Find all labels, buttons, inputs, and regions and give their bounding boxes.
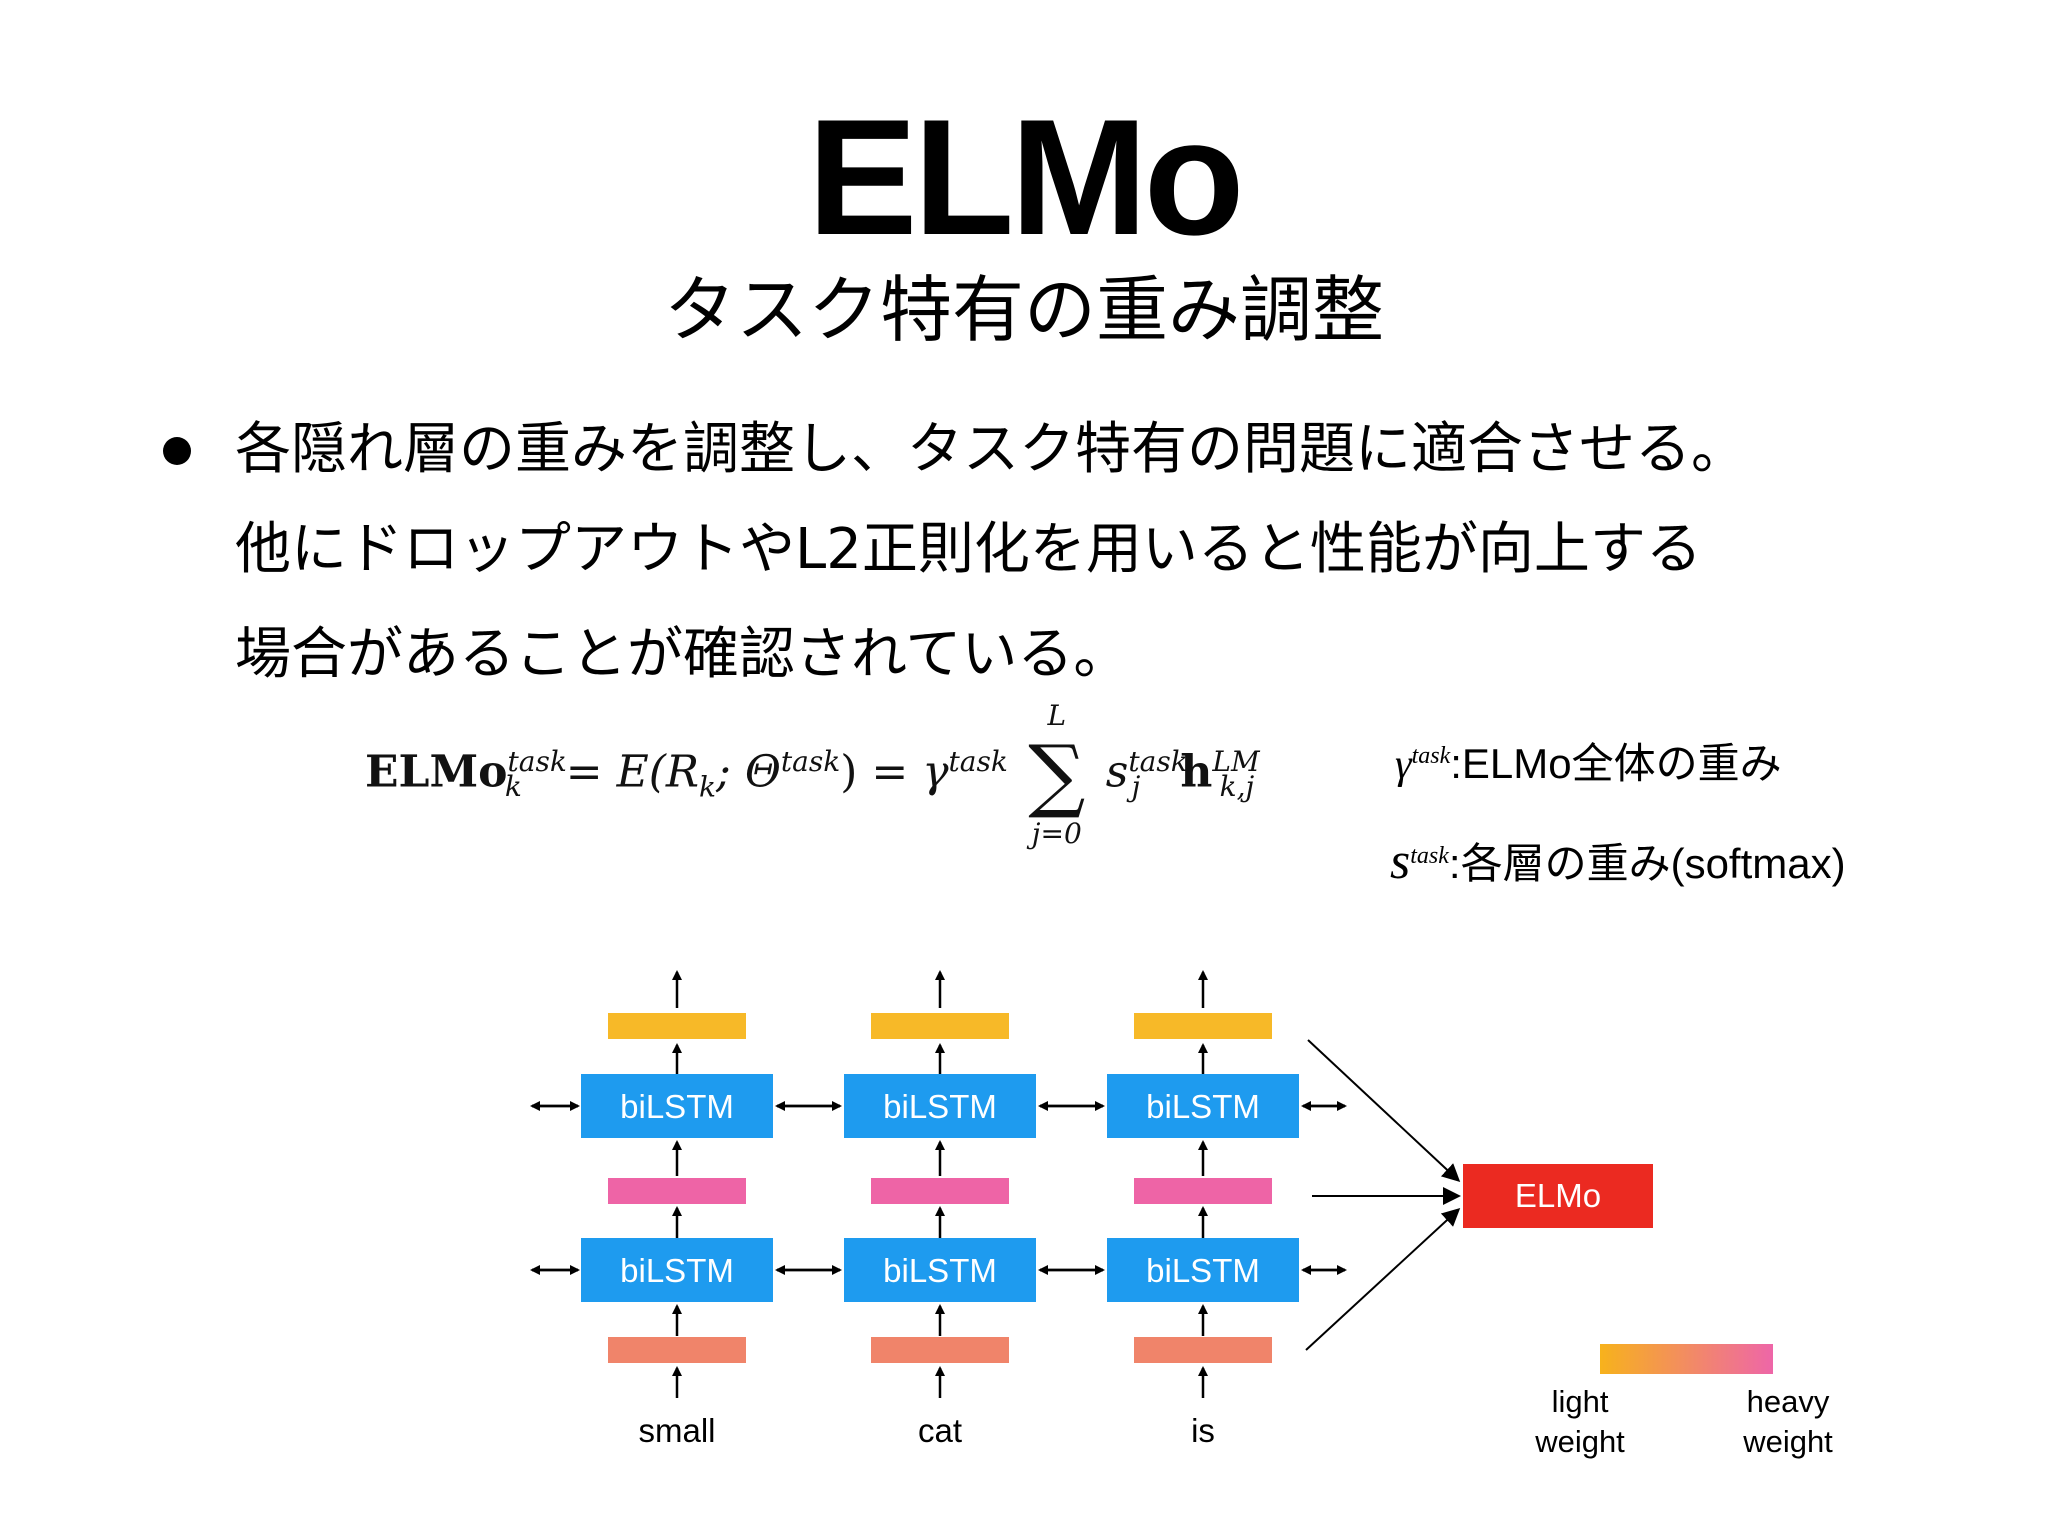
- bullet-text-line-2: 他にドロップアウトやL2正則化を用いると性能が向上する: [235, 517, 1702, 582]
- word-is: is: [1191, 1412, 1215, 1449]
- bilstm-lower-cat: [844, 1238, 1036, 1302]
- bilstm-upper-small: [581, 1074, 773, 1138]
- bilstm-lower-label-is: biLSTM: [1146, 1252, 1260, 1289]
- mid-layer-bar-cat: [871, 1178, 1009, 1204]
- formula-sub-kj: k,j: [1219, 770, 1255, 804]
- top-layer-bar-small: [608, 1013, 746, 1039]
- elmo-output-label: ELMo: [1515, 1177, 1601, 1214]
- top-layer-bar-is: [1134, 1013, 1272, 1039]
- bilstm-upper-cat: [844, 1074, 1036, 1138]
- mid-layer-bar-small: [608, 1178, 746, 1204]
- legend-s-symbol: s: [1390, 833, 1411, 890]
- elmo-formula: ELMotaskk = E(Rk; Θtask) = γtask L∑j=0 s…: [365, 699, 1260, 850]
- word-cat: cat: [918, 1412, 962, 1449]
- bilstm-lower-is: [1107, 1238, 1299, 1302]
- bullet-text-line-1: 各隠れ層の重みを調整し、タスク特有の問題に適合させる。: [235, 417, 1747, 482]
- slide-subtitle: タスク特有の重み調整: [663, 268, 1384, 352]
- weight-heavy-label-2: weight: [1742, 1424, 1833, 1459]
- formula-sup-task3: task: [948, 744, 1008, 778]
- formula-h: h: [1180, 746, 1213, 798]
- mid-layer-bar-is: [1134, 1178, 1272, 1204]
- legend-s-desc: :各層の重み(softmax): [1448, 840, 1846, 887]
- formula-eq2: =: [857, 746, 923, 798]
- bilstm-upper-is: [1107, 1074, 1299, 1138]
- formula-sub-j: j: [1131, 770, 1141, 804]
- formula-sup-task4: task: [1128, 744, 1188, 778]
- top-layer-bar-cat: [871, 1013, 1009, 1039]
- arrow-upper-to-elmo: [1307, 1039, 1461, 1183]
- bilstm-upper-label-small: biLSTM: [620, 1088, 734, 1125]
- formula-theta: ; Θ: [716, 746, 781, 798]
- bilstm-lower-small: [581, 1238, 773, 1302]
- bottom-layer-bar-cat: [871, 1337, 1009, 1363]
- formula-sub-k2: k: [699, 770, 717, 804]
- formula-e-part: E(R: [616, 746, 700, 798]
- legend-s-line: stask:各層の重み(softmax): [1390, 830, 1846, 891]
- bilstm-upper-label-is: biLSTM: [1146, 1088, 1260, 1125]
- formula-sup-lm: LM: [1212, 744, 1260, 778]
- bottom-layer-bar-small: [608, 1337, 746, 1363]
- formula-sum: L∑j=0: [1022, 699, 1092, 850]
- formula-sum-bottom: j=0: [1031, 817, 1082, 850]
- elmo-output-box: [1463, 1164, 1653, 1228]
- formula-sup-task: task: [507, 744, 567, 778]
- formula-s: s: [1105, 746, 1129, 798]
- legend-gamma-sup: task: [1411, 743, 1451, 769]
- weight-light-label-1: light: [1552, 1384, 1609, 1419]
- arrow-lower-to-elmo: [1305, 1207, 1461, 1351]
- formula-gamma: γ: [922, 746, 949, 798]
- weight-gradient-bar: [1600, 1344, 1773, 1374]
- bullet-dot: [163, 437, 191, 465]
- bullet-text-line-3: 場合があることが確認されている。: [235, 622, 1130, 687]
- bilstm-lower-label-cat: biLSTM: [883, 1252, 997, 1289]
- weight-light-label-2: weight: [1534, 1424, 1625, 1459]
- slide-title: ELMo: [807, 85, 1244, 269]
- legend-s-sup: task: [1410, 843, 1449, 869]
- formula-sub-k: k: [504, 770, 522, 804]
- formula-elmo: ELMo: [365, 746, 508, 798]
- formula-close: ): [840, 746, 858, 798]
- word-small: small: [638, 1412, 715, 1449]
- formula-sum-symbol: ∑: [1028, 728, 1086, 821]
- formula-sum-top: L: [1047, 699, 1067, 732]
- bilstm-lower-label-small: biLSTM: [620, 1252, 734, 1289]
- formula-sup-task2: task: [780, 744, 841, 778]
- formula-eq1: =: [551, 746, 617, 798]
- legend-gamma-line: γtask:ELMo全体の重み: [1395, 730, 1782, 791]
- legend-gamma-desc: :ELMo全体の重み: [1450, 740, 1782, 787]
- weight-heavy-label-1: heavy: [1747, 1384, 1830, 1419]
- legend-gamma-symbol: γ: [1395, 742, 1412, 788]
- bottom-layer-bar-is: [1134, 1337, 1272, 1363]
- bilstm-upper-label-cat: biLSTM: [883, 1088, 997, 1125]
